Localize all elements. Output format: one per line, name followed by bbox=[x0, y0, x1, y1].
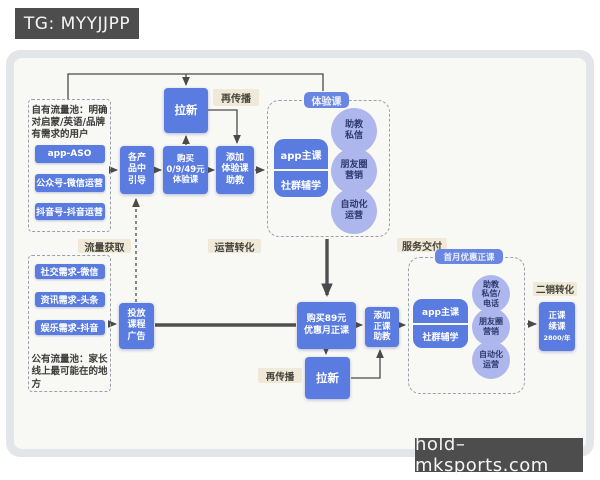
regular-op-moments-marketing: 朋友圈 营销 bbox=[472, 308, 510, 346]
node-pull-new-top: 拉新 bbox=[164, 88, 208, 133]
public-traffic-pool-box: 社交需求-微信 资讯需求-头条 娱乐需求-抖音 公有流量池：家长 线上最可能在的… bbox=[28, 255, 111, 392]
renewal-price: 2800/年 bbox=[543, 333, 571, 342]
own-traffic-pool-box: 自有流量池：明确 对启蒙/英语/品牌 有需求的用户 app-ASO 公众号-微信… bbox=[28, 99, 111, 232]
trial-community-course: 社群辅学 bbox=[274, 171, 328, 197]
site-watermark-badge: hold–mksports.com bbox=[415, 434, 583, 476]
own-pool-title: 自有流量池：明确 对启蒙/英语/品牌 有需求的用户 bbox=[31, 105, 108, 141]
need-fun-douyin: 娱乐需求-抖音 bbox=[34, 319, 105, 335]
regular-community-course: 社群辅学 bbox=[413, 325, 468, 348]
regular-course-tab: 首月优惠正课 bbox=[435, 249, 503, 264]
node-add-regular-assistant: 添加 正课 助教 bbox=[365, 307, 399, 347]
node-buy-regular-course: 购买89元 优惠月正课 bbox=[297, 302, 356, 349]
label-respread-bottom: 再传播 bbox=[258, 368, 302, 383]
channel-wechat-official: 公众号-微信运营 bbox=[34, 173, 105, 192]
regular-op-automation: 自动化 运营 bbox=[472, 341, 510, 379]
node-course-renewal: 正课 续课 2800/年 bbox=[539, 302, 575, 351]
trial-op-moments-marketing: 朋友圈 营销 bbox=[331, 148, 377, 194]
node-product-guide: 各产 品中 引导 bbox=[120, 146, 154, 194]
channel-douyin: 抖音号-抖音运营 bbox=[34, 202, 105, 221]
node-add-trial-assistant: 添加 体验课 助教 bbox=[216, 146, 254, 194]
regular-course-stack: app主课 社群辅学 bbox=[413, 299, 468, 348]
node-place-course-ads: 投放 课程 广告 bbox=[119, 303, 154, 349]
label-respread-top: 再传播 bbox=[213, 89, 259, 106]
need-social-wechat: 社交需求-微信 bbox=[34, 264, 105, 279]
tg-watermark-badge: TG: MYYJJPP bbox=[15, 8, 139, 39]
channel-app-aso: app-ASO bbox=[34, 145, 105, 163]
trial-op-automation: 自动化 运营 bbox=[331, 188, 377, 234]
regular-app-course: app主课 bbox=[413, 299, 468, 323]
label-resale-conversion: 二销转化 bbox=[533, 282, 577, 296]
label-traffic-acquisition: 流量获取 bbox=[78, 239, 131, 254]
need-news-toutiao: 资讯需求-头条 bbox=[34, 291, 105, 307]
label-operation-conversion: 运营转化 bbox=[208, 239, 261, 254]
label-service-delivery: 服务交付 bbox=[397, 238, 447, 253]
trial-op-private-message: 助教 私信 bbox=[331, 108, 377, 154]
public-pool-caption: 公有流量池：家长 线上最可能在的地 方 bbox=[31, 353, 108, 390]
node-buy-trial-course: 购买 0/9/49元 体验课 bbox=[163, 146, 208, 194]
trial-course-tab: 体验课 bbox=[304, 92, 349, 108]
trial-app-course: app主课 bbox=[274, 139, 328, 169]
node-pull-new-bottom: 拉新 bbox=[305, 357, 350, 399]
regular-op-message-call: 助教 私信/ 电话 bbox=[472, 275, 510, 313]
renewal-name: 正课 续课 bbox=[548, 311, 566, 332]
trial-course-stack: app主课 社群辅学 bbox=[274, 139, 328, 197]
